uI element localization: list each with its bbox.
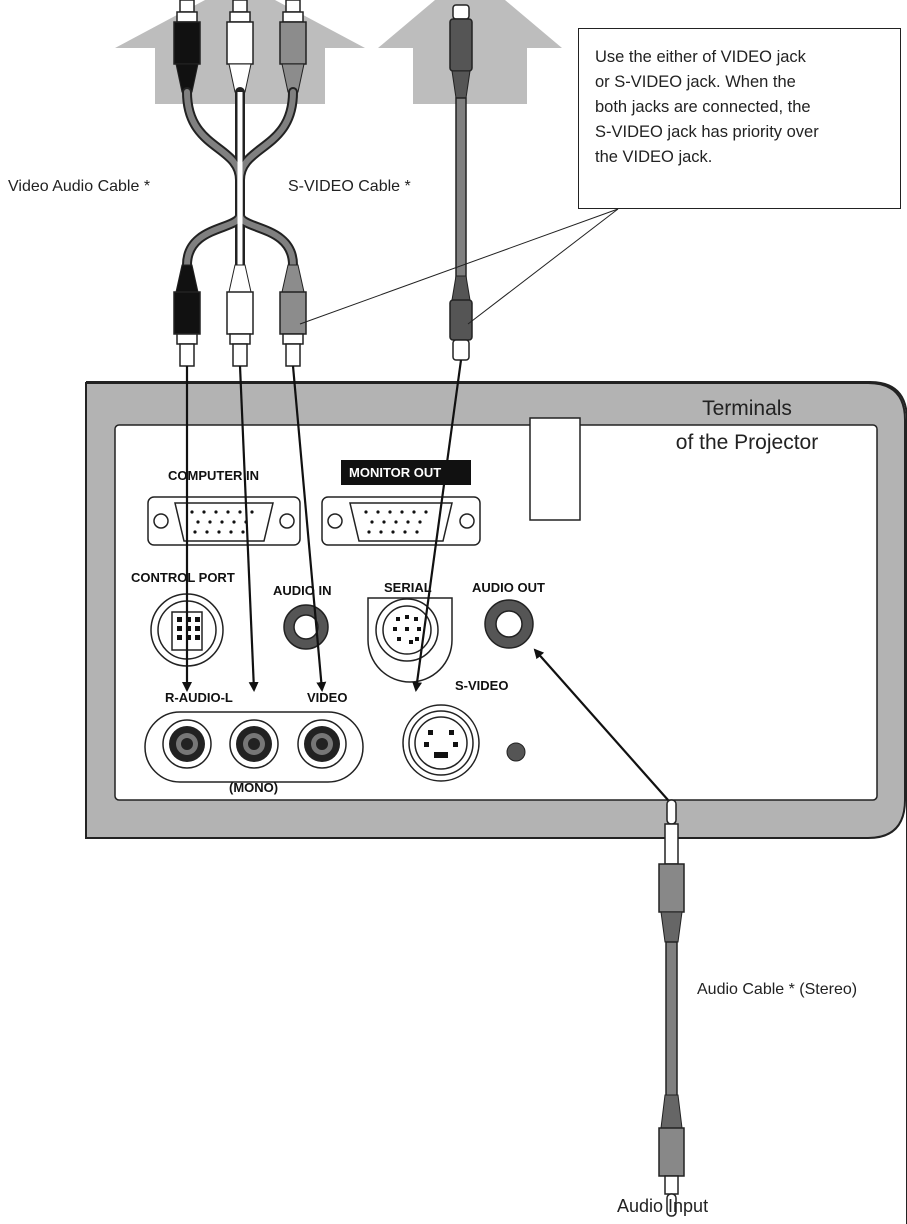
panel-slot (529, 417, 581, 521)
video-audio-cable-label: Video Audio Cable * (8, 178, 151, 195)
control-port-label: CONTROL PORT (131, 570, 235, 585)
audio-in-label: AUDIO IN (273, 583, 332, 598)
computer-in-port (147, 496, 301, 546)
monitor-out-port (321, 496, 481, 546)
computer-in-label: COMPUTER IN (168, 468, 259, 483)
audio-out-jack (484, 599, 534, 649)
mono-label: (MONO) (229, 780, 279, 795)
note-text: Use the either of VIDEO jack or S-VIDEO … (595, 48, 819, 166)
monitor-out-label-bg (341, 460, 471, 485)
audio-in-jack (283, 604, 329, 650)
audio-cable (658, 799, 685, 1217)
serial-label: SERIAL (384, 580, 432, 595)
monitor-out-label: MONITOR OUT (349, 465, 442, 480)
serial-port (367, 597, 453, 683)
s-video-label: S-VIDEO (455, 678, 509, 693)
audio-input-label: Audio Input (617, 1196, 709, 1216)
callout-lines (299, 208, 619, 325)
rca-jack-group (144, 711, 364, 783)
audio-cable-label: Audio Cable * (Stereo) (697, 981, 858, 998)
note-callout: Use the either of VIDEO jack or S-VIDEO … (578, 28, 901, 209)
connection-arrows (182, 359, 669, 801)
terminals-title: Terminals of the Projector (675, 397, 819, 454)
s-video-jack (402, 704, 480, 782)
indicator-dot (506, 742, 526, 762)
audio-out-label: AUDIO OUT (472, 580, 545, 595)
video-label: VIDEO (307, 690, 348, 705)
s-video-cable-label: S-VIDEO Cable * (288, 178, 411, 195)
video-audio-cable (173, 0, 307, 367)
s-video-cable (449, 4, 473, 361)
r-audio-l-label: R-AUDIO-L (165, 690, 233, 705)
